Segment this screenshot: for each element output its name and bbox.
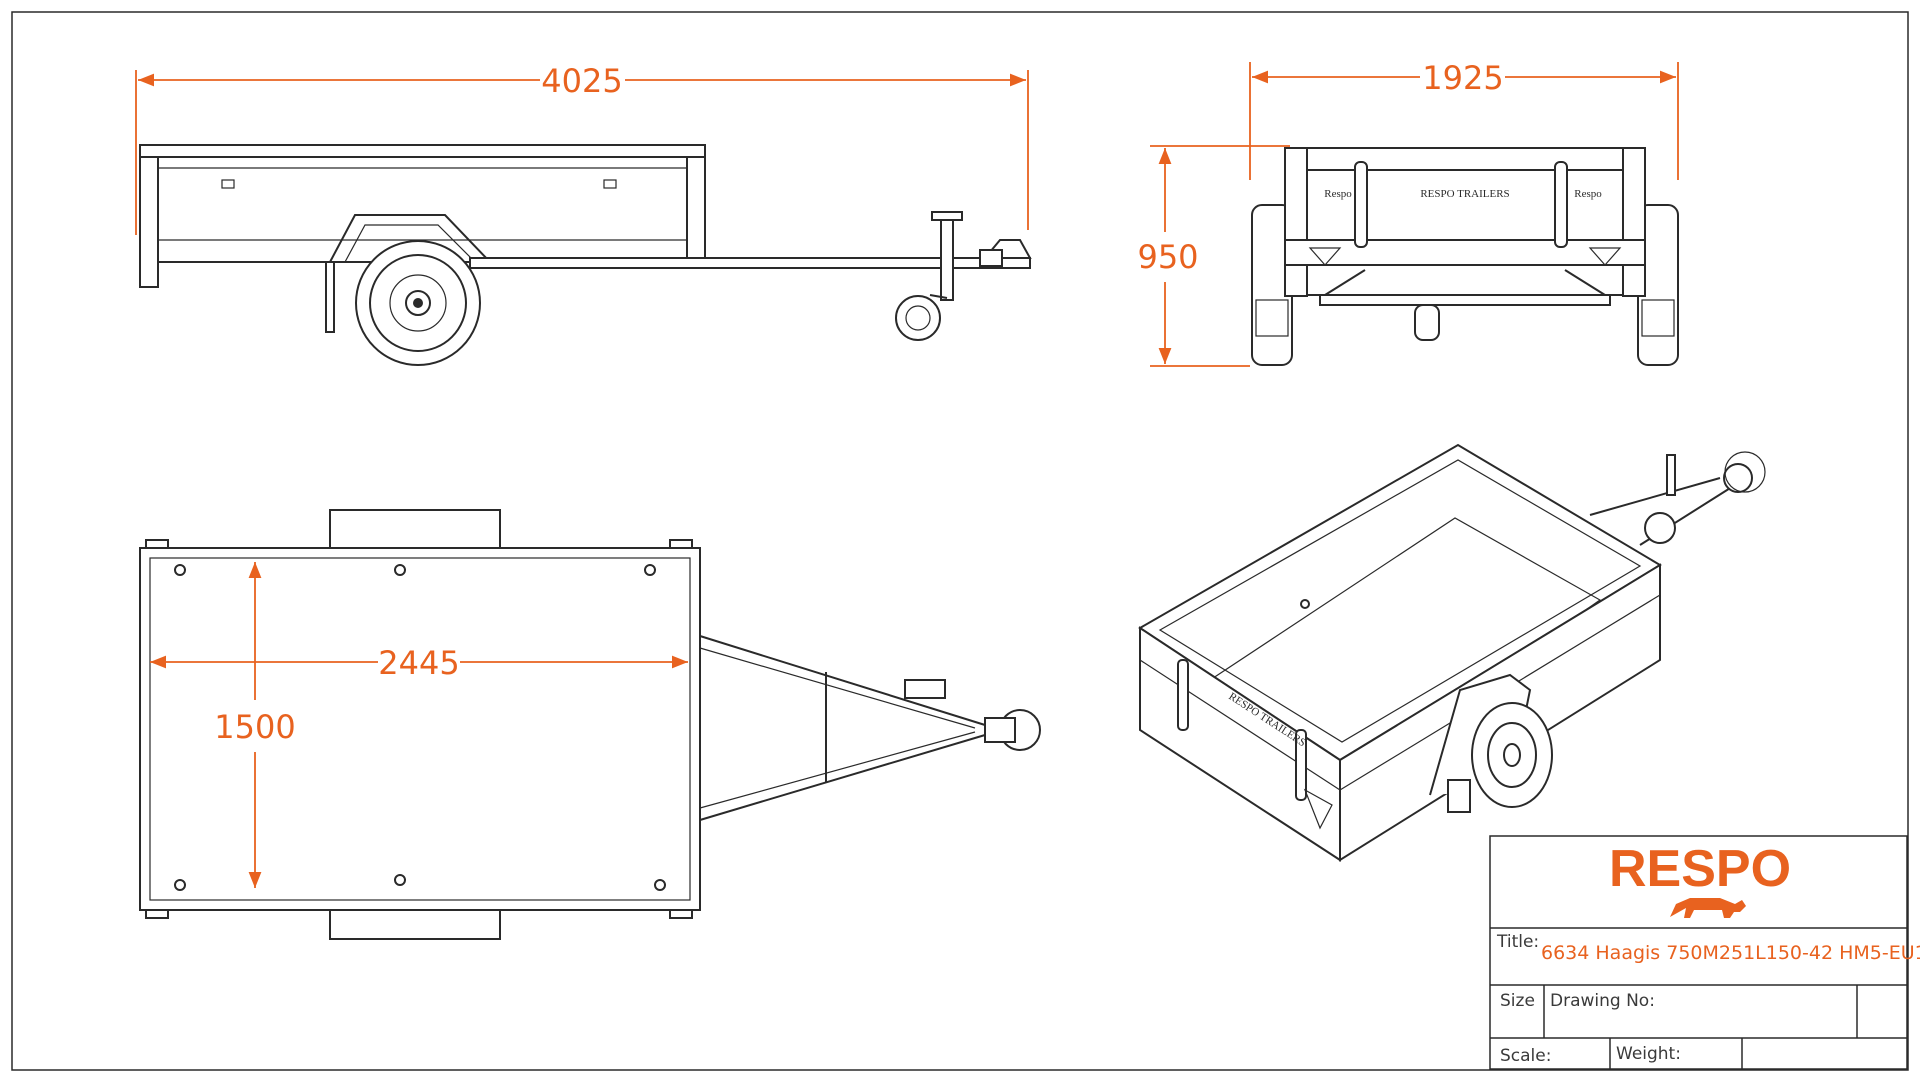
- dim-box-length: 2445: [150, 644, 688, 682]
- rear-right-brand: Respo: [1574, 188, 1602, 200]
- dim-2445-label: 2445: [378, 644, 459, 682]
- dim-box-width: 1500: [214, 562, 296, 888]
- bull-logo-icon: [1670, 898, 1746, 918]
- scale-label: Scale:: [1500, 1046, 1551, 1066]
- top-view: [139, 509, 1041, 940]
- title-value: 6634 Haagis 750M251L150-42 HM5-EU1.: [1541, 942, 1920, 964]
- rear-left-brand: Respo: [1324, 188, 1352, 200]
- dim-1925-label: 1925: [1422, 59, 1503, 97]
- title-label: Title:: [1496, 932, 1539, 952]
- size-label: Size: [1500, 991, 1535, 1011]
- dim-4025-label: 4025: [541, 62, 622, 100]
- dim-rear-height: 950: [1137, 145, 1290, 367]
- respo-logo-text: RESPO: [1609, 840, 1791, 898]
- rear-panel-text: RESPO TRAILERS: [1420, 188, 1509, 200]
- isometric-view: RESPO TRAILERS: [1138, 443, 1766, 862]
- dim-rear-width: 1925: [1249, 59, 1679, 180]
- title-block: RESPO Title: 6634 Haagis 750M251L150-42 …: [1489, 835, 1920, 1070]
- sheet-border: [11, 11, 1909, 1071]
- dim-side-length: 4025: [135, 62, 1029, 235]
- dim-950-label: 950: [1137, 238, 1198, 276]
- rear-view: RESPO TRAILERS Respo Respo: [1251, 147, 1679, 366]
- drawing-no-label: Drawing No:: [1550, 991, 1655, 1011]
- weight-label: Weight:: [1616, 1044, 1681, 1064]
- side-view: [139, 144, 1032, 366]
- dim-1500-label: 1500: [214, 708, 295, 746]
